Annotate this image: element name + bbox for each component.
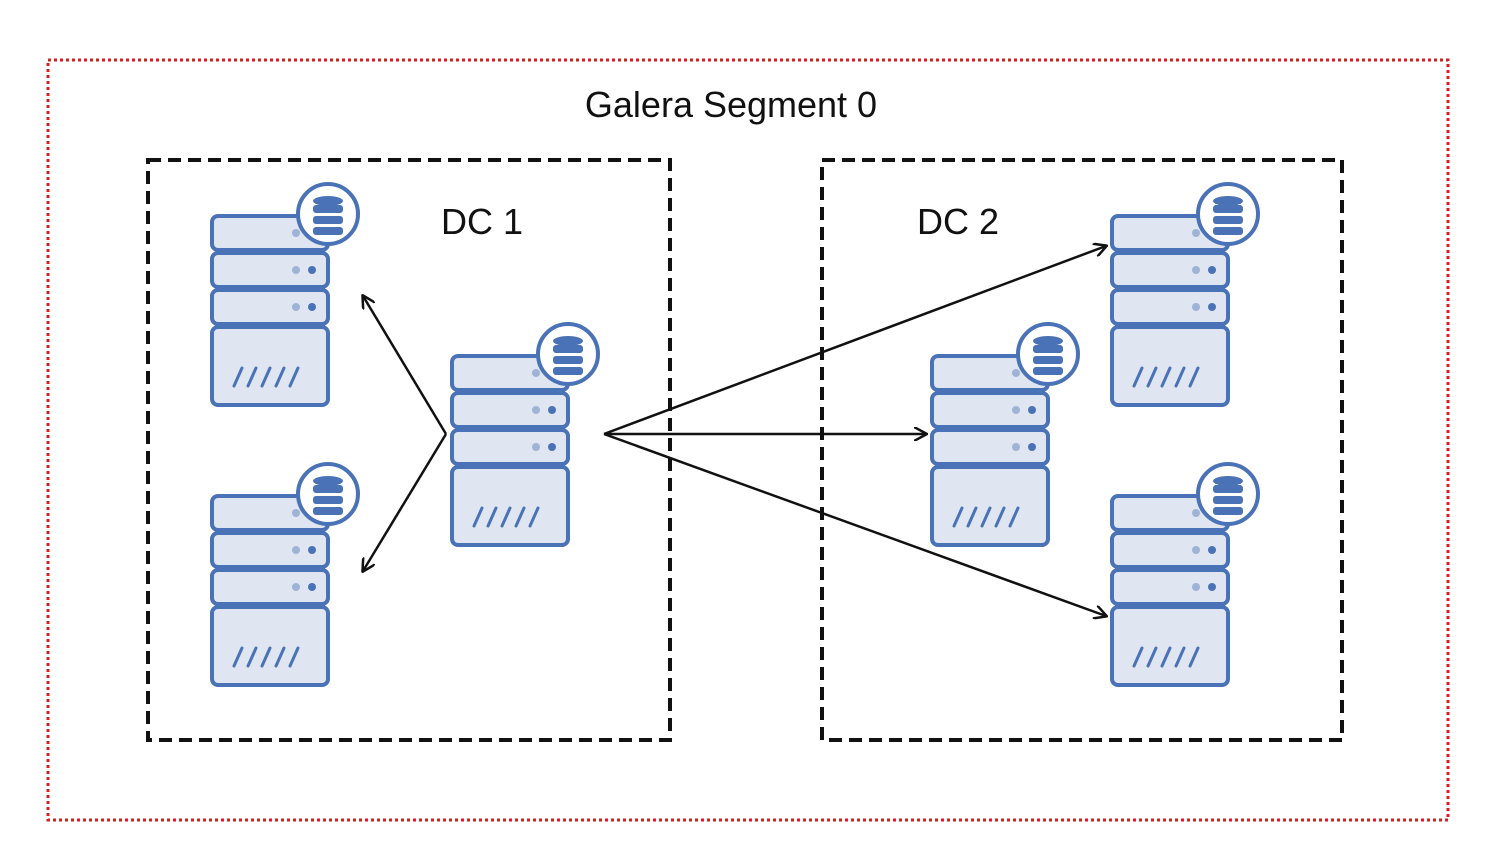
- dc2-label: DC 2: [917, 201, 999, 242]
- segment-boundary: [46, 58, 1450, 822]
- dc2-node-middle: [930, 322, 1080, 547]
- dc1-label: DC 1: [441, 201, 523, 242]
- dc2-node-bottom: [1110, 462, 1260, 687]
- segment-label: Galera Segment 0: [585, 84, 877, 125]
- arrow-to-dc2-top: [603, 246, 1106, 436]
- dc1-node-top: [210, 182, 360, 407]
- dc1-node-source: [450, 322, 600, 547]
- dc2-box: [820, 158, 1344, 742]
- arrow-to-dc2-bottom: [603, 432, 1106, 616]
- dc1-node-bottom: [210, 462, 360, 687]
- dc1-box: [146, 158, 672, 742]
- arrow-to-dc1-top: [363, 296, 448, 435]
- arrow-to-dc1-bottom: [363, 433, 448, 571]
- dc2-node-top: [1110, 182, 1260, 407]
